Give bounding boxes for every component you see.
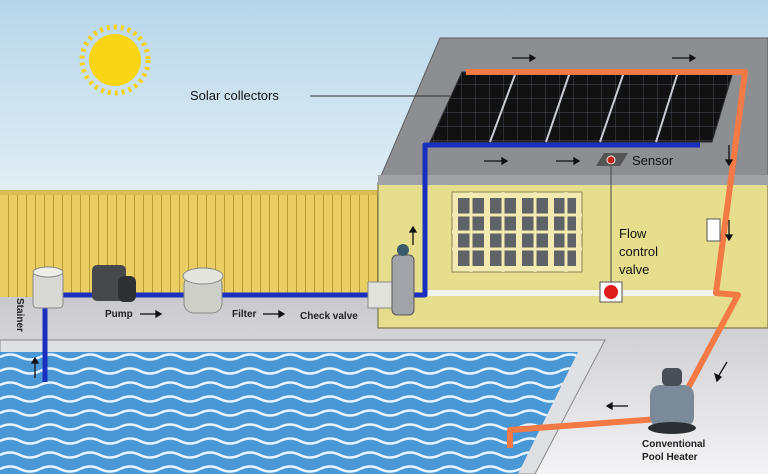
house-window (451, 191, 583, 273)
filter-label: Filter (232, 309, 257, 320)
roof-eave (378, 175, 768, 185)
pump-icon (92, 265, 136, 302)
sun-icon (79, 24, 151, 96)
cold-pipe (42, 142, 700, 382)
flow-control-label-2: control (619, 244, 658, 259)
strainer-label: Stainer (14, 298, 25, 332)
check-valve-label: Check valve (300, 311, 358, 322)
pump-label: Pump (105, 309, 133, 320)
solar-panels (429, 71, 734, 143)
flow-arrows (30, 53, 734, 411)
pool (0, 352, 578, 474)
solar-collectors-label: Solar collectors (190, 88, 279, 103)
check-valve-icon (367, 244, 415, 316)
sensor-label: Sensor (632, 153, 674, 168)
hot-pipe (466, 69, 748, 448)
flow-control-label-3: valve (619, 262, 649, 277)
fence-rail (0, 190, 400, 195)
strainer-icon (32, 266, 64, 309)
pool-heater-icon (648, 368, 696, 434)
flow-control-valve-icon (599, 281, 623, 303)
heater-label-2: Pool Heater (642, 452, 698, 463)
heater-label-1: Conventional (642, 439, 706, 450)
flow-control-label-1: Flow (619, 226, 647, 241)
filter-icon (182, 267, 224, 314)
vacuum-breaker-icon (706, 218, 721, 242)
